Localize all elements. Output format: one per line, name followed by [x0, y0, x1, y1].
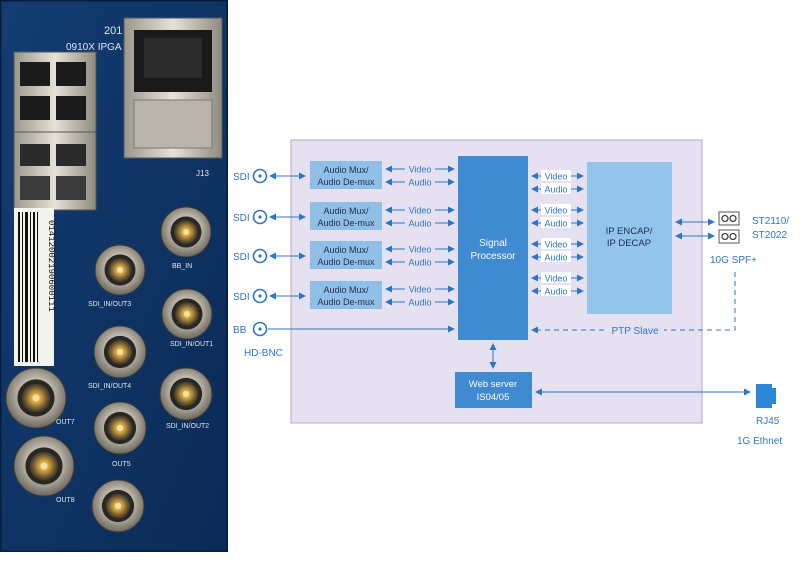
mux-link-label: Video [409, 285, 432, 295]
bnc-port-icon [252, 248, 268, 264]
web-server-label-1: Web server [469, 379, 517, 390]
audio-mux-block [310, 161, 382, 189]
sfp-port-icon [718, 211, 740, 244]
rj45-sublabel: 1G Ethnet [737, 436, 782, 447]
web-server-block [455, 372, 532, 408]
encap-link-label: Audio [544, 185, 567, 195]
board-photo: 201 0910X IPGA J13 01412002190600111 [0, 0, 228, 552]
signal-processor-label-2: Processor [470, 251, 516, 262]
input-label: SDI [233, 292, 250, 303]
bnc-connector [91, 479, 145, 533]
barcode-sticker: 01412002190600111 [14, 208, 56, 366]
sfp-standard-1: ST2110/ [752, 216, 789, 227]
bnc-connector [161, 288, 213, 340]
input-label: SDI [233, 172, 250, 183]
ip-encap-block [587, 162, 672, 314]
bnc-port-icon [252, 288, 268, 304]
ip-encap-label-2: IP DECAP [607, 238, 651, 249]
audio-mux-label: Audio De-mux [317, 218, 375, 228]
bnc-port-icon [252, 209, 268, 225]
mux-link-label: Audio [408, 258, 431, 268]
sfp-label: 10G SPF+ [710, 255, 757, 266]
bnc-label-bb-in: BB_IN [172, 263, 192, 270]
audio-mux-label: Audio Mux/ [323, 285, 369, 295]
barcode-text: 01412002190600111 [46, 220, 56, 312]
bnc-label-out7: OUT7 [56, 419, 75, 426]
bnc-connector [13, 435, 75, 497]
bnc-label-out5: OUT5 [112, 461, 131, 468]
mux-link-label: Audio [408, 219, 431, 229]
mux-link-label: Video [409, 165, 432, 175]
web-server-label-2: IS04/05 [477, 392, 510, 403]
audio-mux-label: Audio Mux/ [323, 206, 369, 216]
ptp-slave-label: PTP Slave [611, 326, 658, 337]
input-label: SDI [233, 213, 250, 224]
bnc-connector [93, 325, 147, 379]
encap-link-label: Video [545, 172, 568, 182]
bnc-label-out8: OUT8 [56, 497, 75, 504]
bnc-label-sdi2: SDI_IN/OUT2 [166, 423, 209, 430]
encap-link-label: Audio [544, 253, 567, 263]
input-sublabel: HD-BNC [244, 348, 283, 359]
ptp-slave-path [531, 272, 736, 334]
audio-mux-label: Audio De-mux [317, 257, 375, 267]
sfp-cage-top [13, 51, 97, 133]
mux-link-label: Audio [408, 298, 431, 308]
rj45-jack: J13 [123, 17, 223, 178]
mux-link-label: Video [409, 245, 432, 255]
encap-link-label: Video [545, 206, 568, 216]
audio-mux-label: Audio De-mux [317, 177, 375, 187]
signal-processor-label-1: Signal [479, 238, 507, 249]
encap-link-label: Audio [544, 219, 567, 229]
bnc-connector [94, 244, 146, 296]
silkscreen-model: 0910X IPGA [66, 42, 122, 53]
bnc-label-sdi4: SDI_IN/OUT4 [88, 383, 131, 390]
bnc-connector [160, 206, 212, 258]
bnc-label-sdi1: SDI_IN/OUT1 [170, 341, 213, 348]
bnc-connector [93, 401, 147, 455]
audio-mux-block [310, 202, 382, 230]
mux-link-label: Audio [408, 178, 431, 188]
encap-link-label: Video [545, 240, 568, 250]
rj45-icon [756, 384, 776, 408]
signal-processor-block [458, 156, 528, 340]
encap-link-label: Audio [544, 287, 567, 297]
bnc-port-icon [252, 168, 268, 184]
sfp-standard-2: ST2022 [752, 230, 787, 241]
input-label: SDI [233, 252, 250, 263]
silkscreen-top: 201 [104, 25, 122, 37]
sfp-cage-bottom [13, 131, 97, 211]
audio-mux-label: Audio Mux/ [323, 245, 369, 255]
jack-label: J13 [196, 169, 209, 178]
audio-mux-label: Audio Mux/ [323, 165, 369, 175]
bnc-connector [159, 367, 213, 421]
audio-mux-block [310, 281, 382, 309]
rj45-label: RJ45 [756, 416, 780, 427]
bnc-port-icon [252, 321, 268, 337]
input-label: BB [233, 325, 247, 336]
bnc-connector [5, 367, 67, 429]
ip-encap-label-1: IP ENCAP/ [606, 226, 653, 237]
encap-link-label: Video [545, 274, 568, 284]
audio-mux-block [310, 241, 382, 269]
audio-mux-label: Audio De-mux [317, 297, 375, 307]
mux-link-label: Video [409, 206, 432, 216]
bnc-label-sdi3: SDI_IN/OUT3 [88, 301, 131, 308]
